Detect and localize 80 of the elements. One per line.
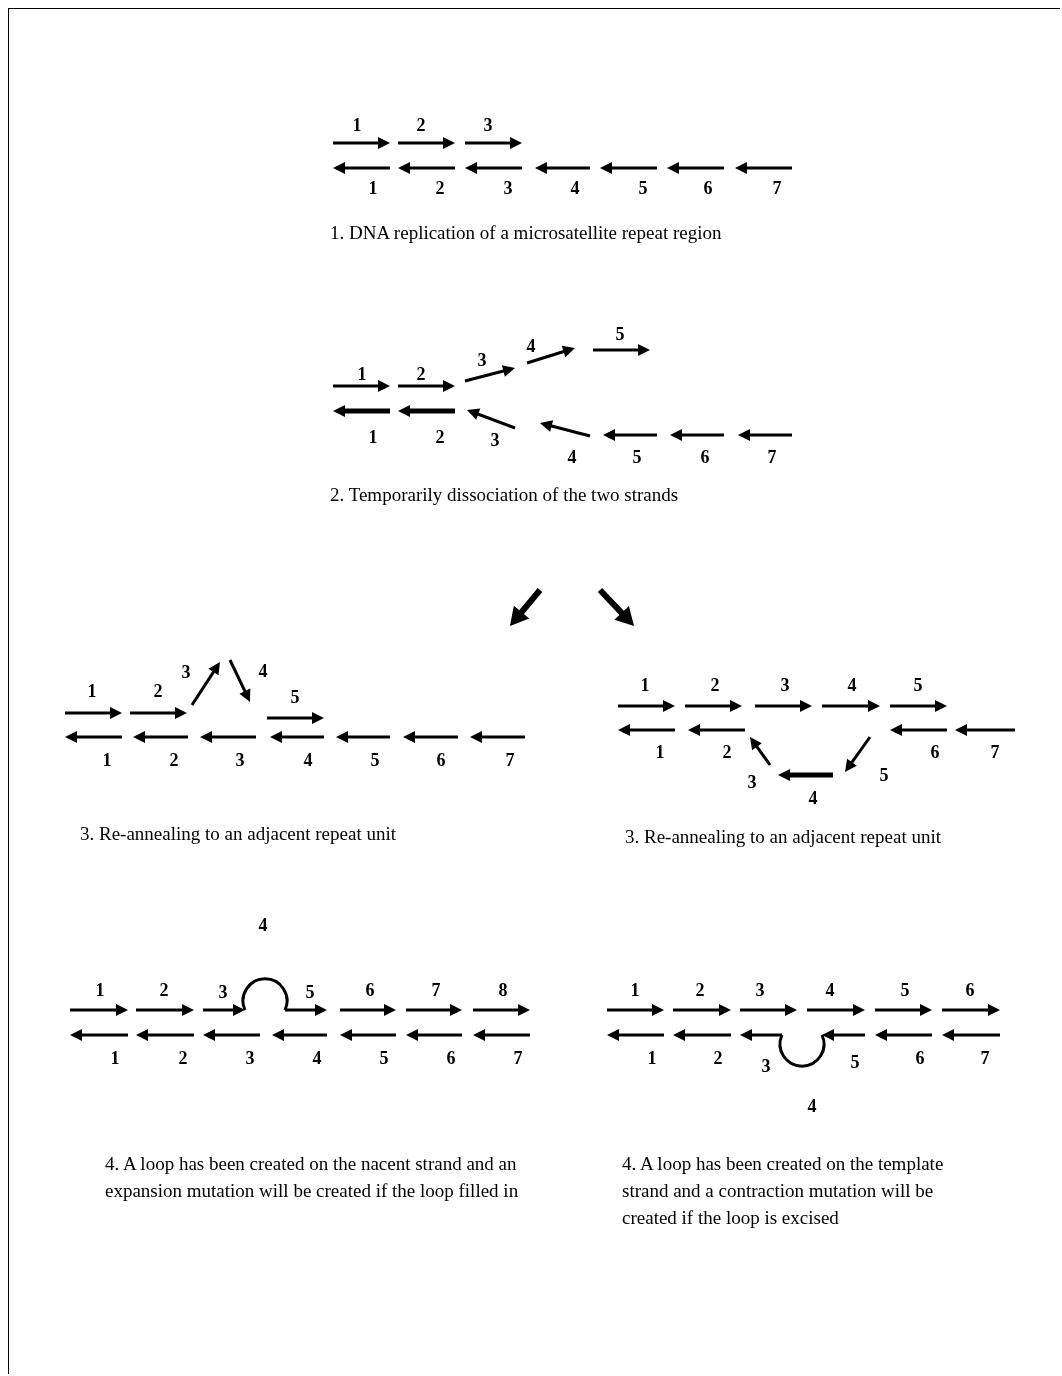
repeat-number: 1 — [640, 676, 650, 694]
repeat-number: 2 — [435, 179, 445, 197]
repeat-number: 3 — [490, 431, 500, 449]
repeat-number: 7 — [767, 448, 777, 466]
repeat-number: 1 — [357, 365, 367, 383]
repeat-number: 5 — [638, 179, 648, 197]
repeat-number: 3 — [235, 751, 245, 769]
repeat-number: 3 — [503, 179, 513, 197]
repeat-number: 1 — [87, 682, 97, 700]
repeat-number: 5 — [913, 676, 923, 694]
repeat-number: 4 — [258, 916, 268, 934]
repeat-number: 7 — [980, 1049, 990, 1067]
repeat-number: 6 — [965, 981, 975, 999]
repeat-number: 1 — [368, 179, 378, 197]
repeat-number: 2 — [722, 743, 732, 761]
repeat-number: 6 — [703, 179, 713, 197]
repeat-number: 3 — [181, 663, 191, 681]
repeat-number: 2 — [695, 981, 705, 999]
repeat-number: 7 — [990, 743, 1000, 761]
repeat-number: 1 — [655, 743, 665, 761]
repeat-number: 1 — [95, 981, 105, 999]
repeat-number: 1 — [647, 1049, 657, 1067]
repeat-number: 2 — [416, 116, 426, 134]
repeat-number: 4 — [526, 337, 536, 355]
repeat-number: 5 — [379, 1049, 389, 1067]
repeat-number: 1 — [368, 428, 378, 446]
repeat-number: 5 — [879, 766, 889, 784]
repeat-number: 2 — [153, 682, 163, 700]
repeat-number: 3 — [780, 676, 790, 694]
repeat-number: 3 — [483, 116, 493, 134]
repeat-number: 4 — [847, 676, 857, 694]
repeat-number: 5 — [290, 688, 300, 706]
repeat-number: 2 — [178, 1049, 188, 1067]
repeat-number: 4 — [570, 179, 580, 197]
repeat-number: 6 — [700, 448, 710, 466]
repeat-number: 3 — [245, 1049, 255, 1067]
repeat-number: 4 — [807, 1097, 817, 1115]
repeat-number: 3 — [755, 981, 765, 999]
repeat-number: 2 — [710, 676, 720, 694]
step-caption: 4. A loop has been created on the nacent strand and an expansion mutation will be created if the loop filled in — [105, 1152, 520, 1203]
repeat-number: 2 — [169, 751, 179, 769]
repeat-number: 6 — [436, 751, 446, 769]
repeat-number: 6 — [446, 1049, 456, 1067]
repeat-number: 6 — [365, 981, 375, 999]
repeat-number: 5 — [632, 448, 642, 466]
repeat-number: 7 — [772, 179, 782, 197]
repeat-number: 8 — [498, 981, 508, 999]
repeat-number: 5 — [305, 983, 315, 1001]
repeat-number: 6 — [930, 743, 940, 761]
repeat-number: 2 — [416, 365, 426, 383]
repeat-number: 3 — [218, 983, 228, 1001]
repeat-number: 5 — [850, 1053, 860, 1071]
repeat-number: 4 — [312, 1049, 322, 1067]
repeat-number: 2 — [435, 428, 445, 446]
step-caption: 2. Temporarily dissociation of the two strands — [330, 483, 680, 507]
repeat-number: 2 — [159, 981, 169, 999]
repeat-number: 3 — [761, 1057, 771, 1075]
repeat-number: 4 — [303, 751, 313, 769]
repeat-number: 1 — [630, 981, 640, 999]
repeat-number: 7 — [513, 1049, 523, 1067]
repeat-number: 2 — [713, 1049, 723, 1067]
repeat-number: 3 — [747, 773, 757, 791]
repeat-number: 7 — [431, 981, 441, 999]
step-caption: 3. Re-annealing to an adjacent repeat unit — [80, 822, 397, 846]
repeat-number: 5 — [370, 751, 380, 769]
step-caption: 4. A loop has been created on the template strand and a contraction mutation will be created if the loop is excised — [622, 1152, 945, 1230]
repeat-number: 1 — [102, 751, 112, 769]
repeat-number: 4 — [808, 789, 818, 807]
repeat-number: 4 — [825, 981, 835, 999]
repeat-number: 1 — [352, 116, 362, 134]
repeat-number: 7 — [505, 751, 515, 769]
repeat-number: 5 — [900, 981, 910, 999]
step-caption: 3. Re-annealing to an adjacent repeat unit — [625, 825, 942, 849]
repeat-number: 6 — [915, 1049, 925, 1067]
repeat-number: 5 — [615, 325, 625, 343]
repeat-number: 3 — [477, 351, 487, 369]
repeat-number: 4 — [567, 448, 577, 466]
repeat-number: 4 — [258, 662, 268, 680]
repeat-number: 1 — [110, 1049, 120, 1067]
step-caption: 1. DNA replication of a microsatellite repeat region — [330, 221, 723, 245]
